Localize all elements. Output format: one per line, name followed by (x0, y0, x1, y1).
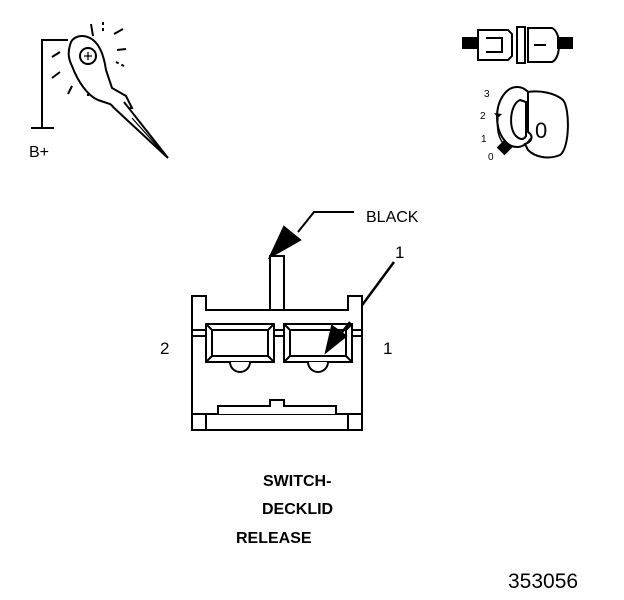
cavity-2 (205, 323, 275, 373)
caption-line-3: RELEASE (236, 530, 312, 547)
test-light-icon (31, 22, 169, 159)
ignition-switch-icon (494, 86, 569, 159)
callout-arrow-shaft (335, 321, 351, 341)
ignition-key-symbol: 0 (535, 118, 547, 143)
figure-number: 353056 (508, 570, 578, 593)
cavity-right-label: 1 (383, 339, 392, 358)
fuse-connector-icon (462, 26, 573, 64)
ignition-position-3: 3 (484, 89, 490, 100)
b-plus-label: B+ (29, 144, 49, 161)
ignition-position-0: 0 (488, 152, 494, 163)
ignition-position-2: 2 (480, 111, 486, 122)
wire-color-label: BLACK (366, 209, 419, 226)
callout-number: 1 (395, 243, 404, 262)
wire-leader-line (267, 211, 354, 260)
caption-line-2: DECKLID (262, 501, 333, 518)
cavity-left-label: 2 (160, 339, 169, 358)
ignition-position-1: 1 (481, 134, 487, 145)
caption-line-1: SWITCH- (263, 473, 331, 490)
